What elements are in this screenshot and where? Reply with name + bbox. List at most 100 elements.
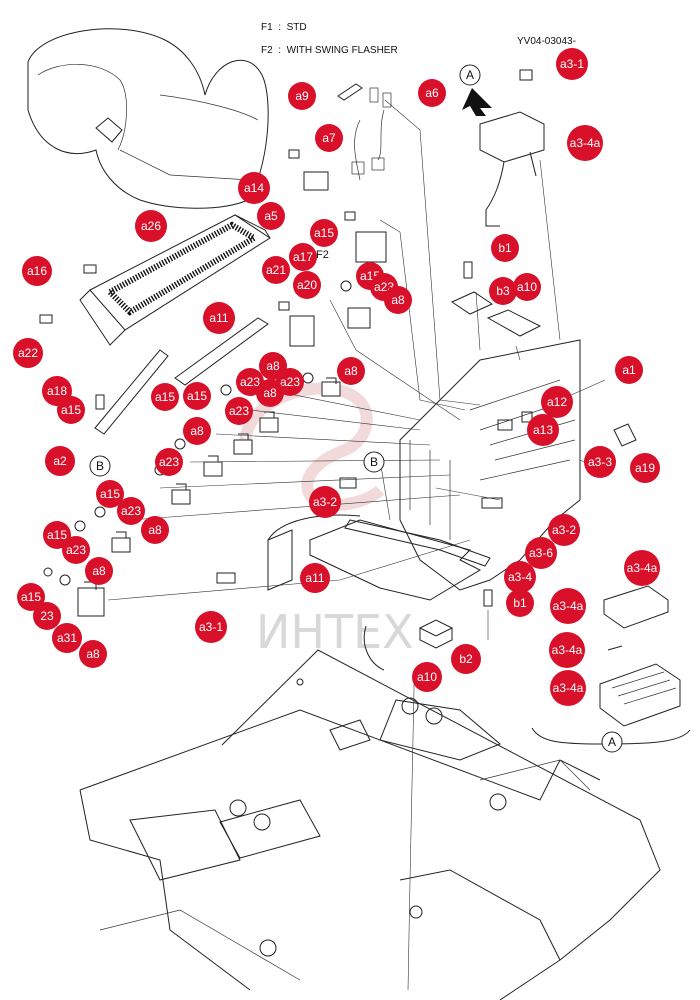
callout-a3-3[interactable]: a3-3 [584, 446, 616, 478]
callout-a19[interactable]: a19 [630, 453, 660, 483]
callout-a3-4a-1[interactable]: a3-4a [624, 550, 660, 586]
callout-a15-1[interactable]: a15 [310, 219, 338, 247]
callout-label: a8 [86, 647, 100, 661]
callout-a23-6[interactable]: a23 [117, 497, 145, 525]
callout-a3-4a-2[interactable]: a3-4a [550, 588, 586, 624]
callout-label: a11 [305, 571, 324, 585]
callout-a21[interactable]: a21 [262, 256, 290, 284]
callout-a2[interactable]: a2 [45, 446, 75, 476]
callout-label: a15 [314, 226, 334, 240]
callout-label: a23 [240, 375, 260, 389]
callout-a14[interactable]: a14 [238, 172, 270, 204]
callout-label: a3-4a [570, 136, 601, 150]
callout-a31[interactable]: a31 [52, 623, 82, 653]
callout-a3-4[interactable]: a3-4 [504, 561, 536, 593]
callout-a8-4[interactable]: a8 [256, 379, 284, 407]
callout-label: a15 [47, 528, 67, 542]
callout-a23-4[interactable]: a23 [225, 397, 253, 425]
callout-label: a15 [21, 590, 41, 604]
callout-label: a3-1 [199, 620, 223, 634]
callout-label: b3 [496, 284, 510, 298]
callout-a8-1[interactable]: a8 [384, 286, 412, 314]
callout-b2[interactable]: b2 [451, 644, 481, 674]
callout-a3-2-right[interactable]: a3-2 [548, 514, 580, 546]
view-mark-a-top-label: A [466, 68, 474, 82]
block-b2 [418, 619, 454, 649]
f2-note: F2 [316, 249, 329, 261]
callout-label: a16 [27, 264, 47, 278]
callout-a3-6[interactable]: a3-6 [525, 537, 557, 569]
callout-a9[interactable]: a9 [288, 82, 316, 110]
callout-a15-6[interactable]: a15 [96, 480, 124, 508]
callout-label: a15 [100, 487, 120, 501]
callout-a11-1[interactable]: a11 [203, 302, 235, 334]
callout-a26[interactable]: a26 [135, 210, 167, 242]
callout-a3-4a-top[interactable]: a3-4a [567, 125, 603, 161]
callout-a5[interactable]: a5 [257, 202, 285, 230]
callout-a3-1-bottom[interactable]: a3-1 [195, 611, 227, 643]
callout-b1-2[interactable]: b1 [506, 589, 534, 617]
callout-b3[interactable]: b3 [489, 277, 517, 305]
callout-a10-2[interactable]: a10 [412, 662, 442, 692]
callout-a11-2[interactable]: a11 [300, 563, 330, 593]
callout-a8-2[interactable]: a8 [259, 352, 287, 380]
callout-a15-5[interactable]: a15 [151, 383, 179, 411]
callout-a23-5[interactable]: a23 [155, 448, 183, 476]
legend-f1-text: STD [286, 22, 307, 33]
callout-label: a3-2 [313, 495, 337, 509]
callout-a3-2-left[interactable]: a3-2 [309, 486, 341, 518]
callout-label: a8 [92, 564, 106, 578]
callout-label: a15 [61, 403, 81, 417]
callout-label: a31 [57, 631, 77, 645]
callout-label: a13 [533, 423, 553, 437]
callout-a17[interactable]: a17 [289, 243, 317, 271]
callout-a8-8[interactable]: a8 [79, 640, 107, 668]
callout-a1[interactable]: a1 [615, 356, 643, 384]
callout-label: a8 [344, 364, 358, 378]
callout-a10-1[interactable]: a10 [513, 273, 541, 301]
callout-a16[interactable]: a16 [22, 256, 52, 286]
bar-a10 [486, 309, 542, 337]
callout-a7[interactable]: a7 [315, 124, 343, 152]
callout-label: a8 [391, 293, 405, 307]
callout-a15-7[interactable]: a15 [43, 521, 71, 549]
callout-a3-4a-4[interactable]: a3-4a [550, 670, 586, 706]
view-mark-b-right-label: B [370, 455, 378, 469]
callout-a13[interactable]: a13 [527, 414, 559, 446]
drawing-number: YV04-03043- [517, 36, 576, 47]
callout-a15-8[interactable]: a15 [17, 583, 45, 611]
callout-label: a23 [280, 375, 300, 389]
bolt-group [39, 69, 533, 607]
callout-label: a1 [622, 363, 636, 377]
callout-label: a6 [425, 86, 439, 100]
callout-label: a20 [297, 278, 317, 292]
legend-f1-code: F1 [261, 22, 273, 33]
callout-b1-1[interactable]: b1 [491, 234, 519, 262]
callout-a3-4a-3[interactable]: a3-4a [549, 632, 585, 668]
callout-a23-7[interactable]: a23 [62, 536, 90, 564]
callout-label: a3-3 [588, 455, 612, 469]
callout-a3-1-top[interactable]: a3-1 [556, 48, 588, 80]
view-mark-b-left: B [89, 455, 111, 477]
callout-a15-4[interactable]: a15 [183, 382, 211, 410]
callout-label: a3-4a [552, 643, 583, 657]
callout-label: a26 [141, 219, 161, 233]
callout-a8-6[interactable]: a8 [141, 516, 169, 544]
callout-a15-3[interactable]: a15 [57, 396, 85, 424]
callout-a8-5[interactable]: a8 [183, 417, 211, 445]
callout-a6[interactable]: a6 [418, 79, 446, 107]
callout-label: a23 [229, 404, 249, 418]
callout-label: a8 [266, 359, 280, 373]
callout-a12[interactable]: a12 [541, 386, 573, 418]
grille-panel [79, 214, 271, 346]
callout-label: b1 [513, 596, 527, 610]
callout-label: b1 [498, 241, 512, 255]
callout-a8-7[interactable]: a8 [85, 557, 113, 585]
rod-a11-lower [344, 519, 491, 567]
callout-23[interactable]: 23 [33, 602, 61, 630]
callout-a22[interactable]: a22 [13, 338, 43, 368]
clip-a9 [337, 83, 363, 101]
callout-label: a17 [293, 250, 313, 264]
callout-a20[interactable]: a20 [293, 271, 321, 299]
callout-a8-3[interactable]: a8 [337, 357, 365, 385]
